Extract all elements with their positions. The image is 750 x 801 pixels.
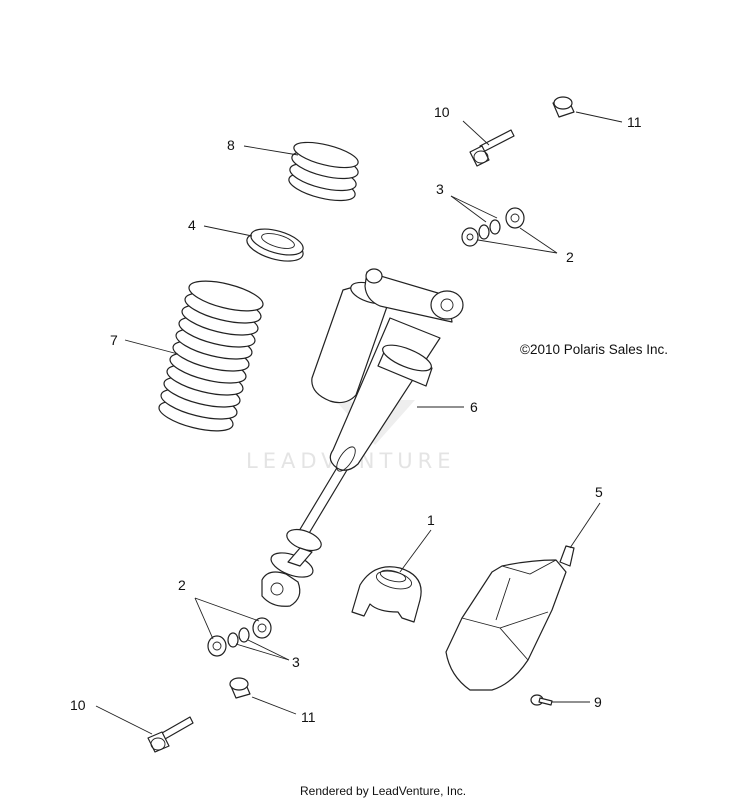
copyright: ©2010 Polaris Sales Inc. xyxy=(520,342,668,357)
leader-11-top xyxy=(575,111,623,123)
callout-11-top[interactable]: 11 xyxy=(627,114,642,130)
leader-2-top-b xyxy=(519,227,558,254)
callout-8[interactable]: 8 xyxy=(227,137,235,153)
leader-2-bottom-b xyxy=(194,597,260,622)
callout-9[interactable]: 9 xyxy=(594,694,602,710)
callout-3-bottom[interactable]: 3 xyxy=(292,654,300,670)
part-6-shock-absorber[interactable] xyxy=(261,268,464,607)
part-10-bolt-top[interactable] xyxy=(469,129,515,167)
callout-2-bottom[interactable]: 2 xyxy=(178,577,186,593)
part-11-nut-bottom[interactable] xyxy=(229,677,251,699)
leader-3-bottom-b xyxy=(247,639,290,661)
part-2-3-bushings-bottom[interactable] xyxy=(207,617,272,657)
leader-11-bottom xyxy=(251,696,297,715)
leader-8 xyxy=(243,145,299,156)
callout-5[interactable]: 5 xyxy=(595,484,603,500)
part-8-spring-spacer[interactable] xyxy=(286,137,360,206)
callout-10-bottom[interactable]: 10 xyxy=(70,697,86,713)
leader-5 xyxy=(569,502,601,549)
leader-7 xyxy=(124,339,179,355)
part-9-screw[interactable] xyxy=(530,694,553,706)
part-5-shock-guard[interactable] xyxy=(445,545,575,691)
part-4-spring-retainer[interactable] xyxy=(244,224,306,267)
callout-1[interactable]: 1 xyxy=(427,512,435,528)
callout-10-top[interactable]: 10 xyxy=(434,104,450,120)
callout-3-top[interactable]: 3 xyxy=(436,181,444,197)
part-1-retaining-clip[interactable] xyxy=(351,566,422,623)
leader-3-top-a xyxy=(450,195,487,223)
callout-11-bottom[interactable]: 11 xyxy=(301,709,316,725)
leader-1 xyxy=(399,529,432,573)
callout-2-top[interactable]: 2 xyxy=(566,249,574,265)
callout-6[interactable]: 6 xyxy=(470,399,478,415)
leader-3-top-b xyxy=(450,195,498,219)
footer-text: Rendered by LeadVenture, Inc. xyxy=(300,784,466,798)
leader-4 xyxy=(203,225,253,237)
part-11-nut-top[interactable] xyxy=(552,96,575,118)
callout-4[interactable]: 4 xyxy=(188,217,196,233)
part-2-3-bushings-top[interactable] xyxy=(461,207,525,247)
leader-3-bottom-a xyxy=(235,643,290,661)
leader-10-bottom xyxy=(95,705,153,735)
part-10-bolt-bottom[interactable] xyxy=(147,716,194,753)
leader-2-bottom-a xyxy=(194,597,214,640)
leader-2-top-a xyxy=(477,239,558,254)
callout-7[interactable]: 7 xyxy=(110,332,118,348)
part-7-coil-spring[interactable] xyxy=(156,275,266,437)
leader-10-top xyxy=(462,120,490,146)
